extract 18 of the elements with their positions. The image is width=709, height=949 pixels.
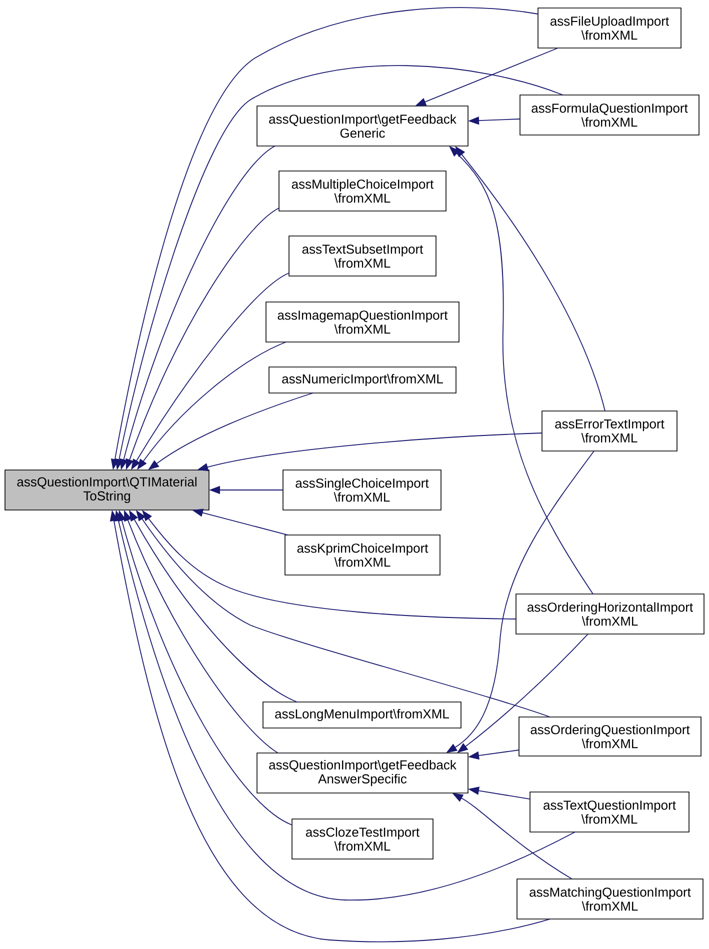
function-box: assTextSubsetImport \fromXML bbox=[288, 236, 436, 276]
function-box: assImagemapQuestionImport \fromXML bbox=[266, 302, 460, 342]
function-box: assOrderingQuestionImport \fromXML bbox=[518, 716, 702, 756]
function-box: assQuestionImport\getFeedback Generic bbox=[256, 106, 468, 146]
highlighted-function-box: assQuestionImport\QTIMaterial ToString bbox=[4, 470, 210, 510]
function-box: assErrorTextImport \fromXML bbox=[542, 410, 678, 452]
function-box: assMultipleChoiceImport \fromXML bbox=[278, 170, 446, 212]
function-box: assNumericImport\fromXML bbox=[268, 366, 456, 394]
function-box: assFormulaQuestionImport \fromXML bbox=[520, 94, 700, 136]
function-box: assTextQuestionImport \fromXML bbox=[530, 792, 690, 832]
function-box: assClozeTestImport \fromXML bbox=[292, 818, 434, 860]
function-box: assSingleChoiceImport \fromXML bbox=[282, 470, 442, 510]
function-box: assOrderingHorizontalImport \fromXML bbox=[516, 594, 704, 634]
function-box: assMatchingQuestionImport \fromXML bbox=[516, 878, 704, 920]
function-box: assKprimChoiceImport \fromXML bbox=[284, 534, 440, 576]
function-box: assFileUploadImport \fromXML bbox=[538, 8, 682, 48]
function-box: assQuestionImport\getFeedback AnswerSpecific bbox=[256, 752, 468, 794]
function-box: assLongMenuImport\fromXML bbox=[262, 702, 462, 728]
